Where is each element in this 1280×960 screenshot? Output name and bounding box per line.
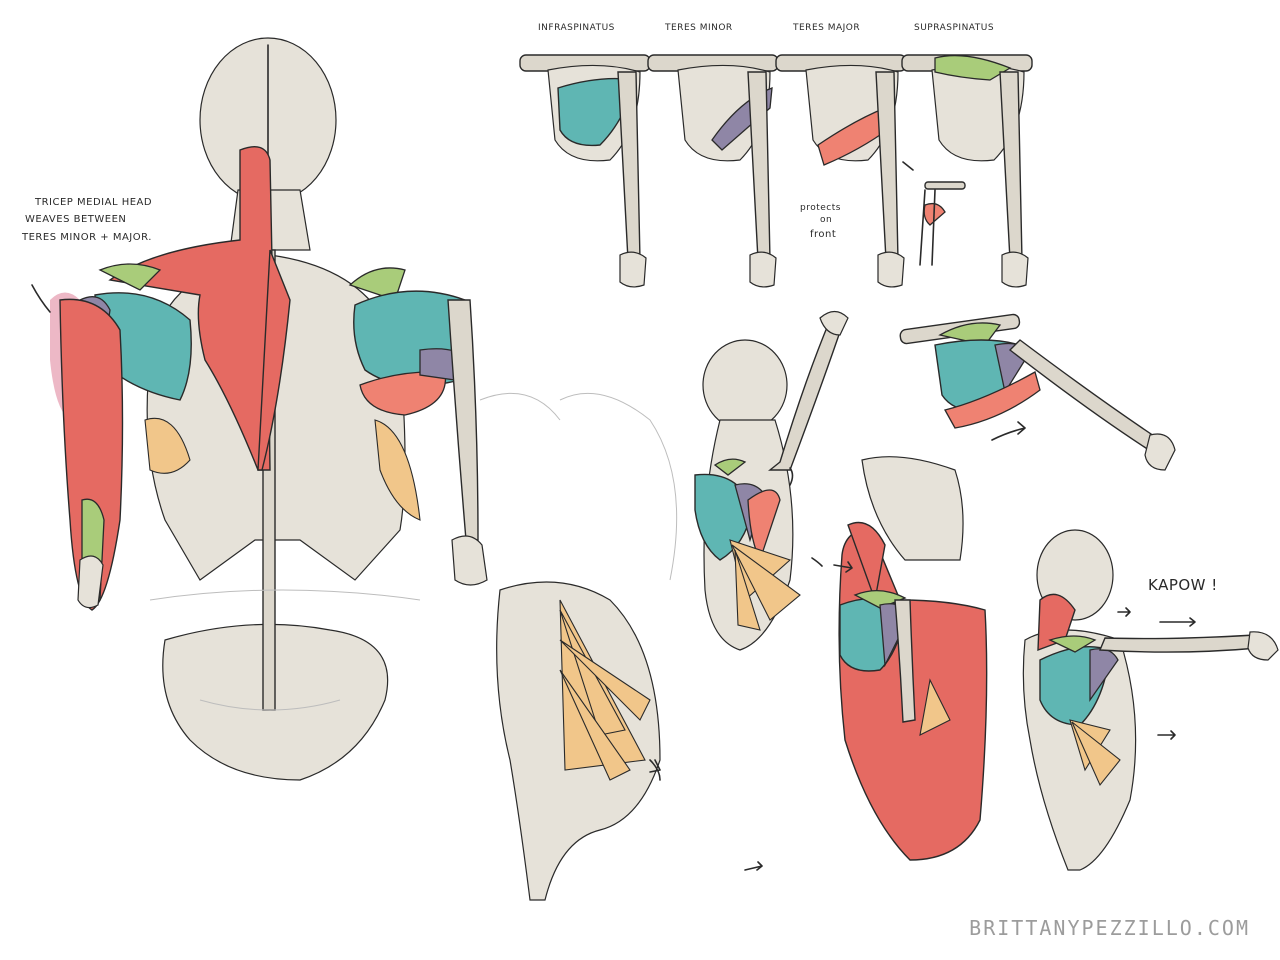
punching-figure: [744, 529, 1279, 871]
side-torso-serratus: [479, 392, 678, 901]
label-supraspinatus: SUPRASPINATUS: [914, 23, 994, 33]
shoulder-diagram-supraspinatus: [901, 54, 1033, 288]
back-view-figure: [31, 37, 488, 781]
note-tricep-line3: TERES MINOR + MAJOR.: [21, 232, 152, 243]
note-tricep-line1: TRICEP MEDIAL HEAD: [34, 197, 152, 208]
side-figure-red: [833, 456, 988, 861]
note-kapow: KAPOW !: [1148, 576, 1218, 594]
note-protects-line3: front: [810, 229, 836, 240]
raised-arm-figure: [694, 310, 849, 651]
label-teres-major: TERES MAJOR: [792, 23, 860, 33]
label-teres-minor: TERES MINOR: [664, 23, 733, 33]
shoulder-diagram-infraspinatus: [519, 54, 651, 288]
front-view-sketch: [902, 161, 966, 266]
raised-arm-shoulder: [899, 313, 1176, 471]
watermark: BRITTANYPEZZILLO.COM: [969, 916, 1250, 940]
note-tricep-line2: WEAVES BETWEEN: [25, 214, 126, 225]
note-protects-line2: on: [820, 215, 832, 225]
shoulder-diagram-teres-minor: [647, 54, 779, 288]
label-infraspinatus: INFRASPINATUS: [538, 23, 615, 33]
note-protects-line1: protects: [800, 203, 841, 213]
shoulder-diagram-teres-major: [775, 54, 907, 288]
